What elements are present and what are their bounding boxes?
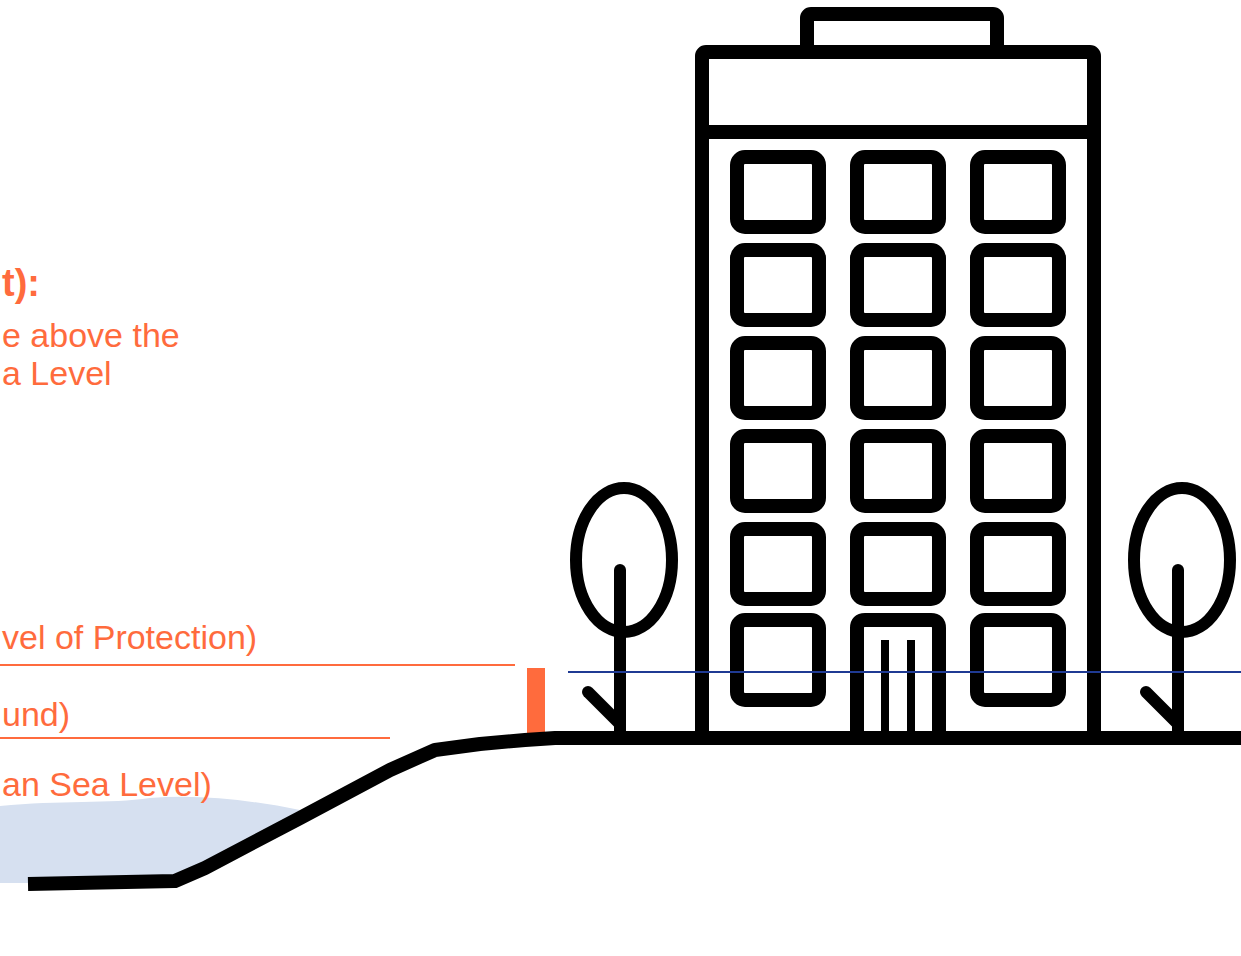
tree-icon bbox=[576, 488, 672, 738]
definition-text: a Level bbox=[2, 354, 112, 392]
protection-bar bbox=[527, 668, 545, 735]
level-label: und) bbox=[2, 695, 70, 733]
ground-line bbox=[28, 738, 1241, 884]
ground-level-line bbox=[0, 737, 390, 739]
flood-level-line bbox=[568, 671, 1241, 673]
definition-text: e above the bbox=[2, 316, 180, 354]
level-label: an Sea Level) bbox=[2, 765, 212, 803]
building-icon bbox=[702, 14, 1094, 738]
heading-fragment: t): bbox=[2, 262, 40, 305]
tree-icon bbox=[1134, 488, 1230, 738]
level-label: vel of Protection) bbox=[2, 618, 257, 656]
protection-line bbox=[0, 664, 515, 666]
